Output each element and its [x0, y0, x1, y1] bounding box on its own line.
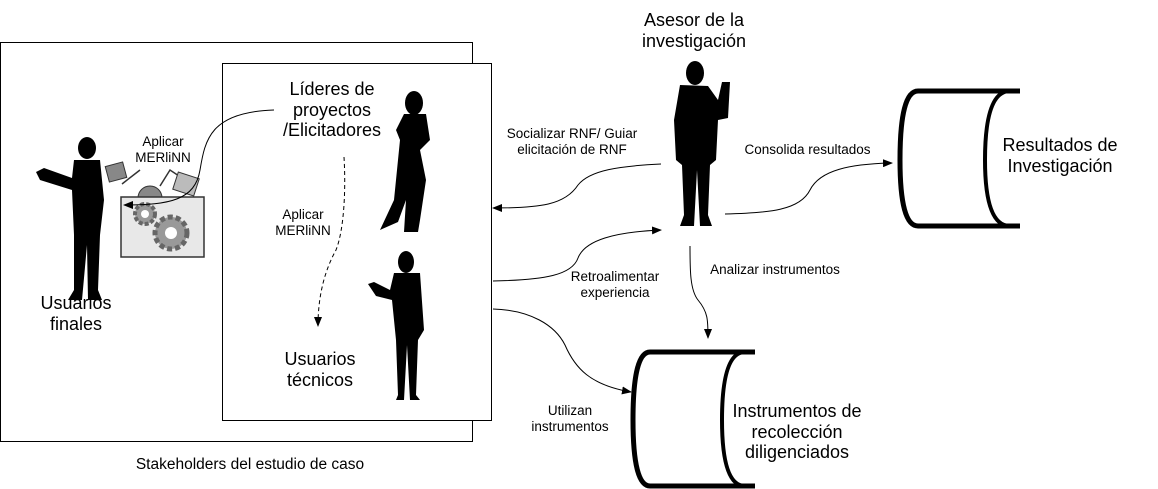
edge-label-socializar: Socializar RNF/ Guiar elicitación de RNF — [506, 126, 638, 157]
edge-label-analizar: Analizar instrumentos — [710, 262, 840, 277]
actor-label-usuarios-finales: Usuarios finales — [40, 293, 112, 334]
asesor-silhouette-icon — [674, 61, 730, 226]
edge-consolida — [724, 159, 893, 215]
usuarios-finales-silhouette-icon — [36, 137, 104, 300]
edge-aplicar-tecnicos — [314, 156, 346, 327]
datastore-label-resultados: Resultados de Investigación — [1002, 135, 1118, 176]
edge-label-utilizan: Utilizan instrumentos — [531, 403, 609, 434]
edge-label-aplicar-finales: Aplicar MERliNN — [135, 134, 191, 165]
edge-analizar — [689, 245, 712, 339]
edge-socializar — [492, 163, 662, 212]
edge-label-consolida: Consolida resultados — [744, 142, 871, 157]
instrumentos-datastore-icon — [630, 349, 755, 489]
lideres-silhouette-icon — [380, 91, 430, 232]
actor-label-usuarios-tecnicos: Usuarios técnicos — [284, 349, 356, 390]
stakeholders-inner-box — [222, 63, 492, 421]
datastore-label-instrumentos: Instrumentos de recolección diligenciado… — [732, 401, 862, 463]
usuarios-tecnicos-silhouette-icon — [368, 251, 424, 400]
outer-box-caption: Stakeholders del estudio de caso — [135, 456, 365, 473]
actor-label-lideres: Líderes de proyectos /Elicitadores — [282, 79, 382, 141]
edge-retroalimentar — [492, 226, 662, 282]
resultados-datastore-icon — [897, 88, 1020, 229]
edge-label-aplicar-tecnicos: Aplicar MERliNN — [275, 207, 331, 238]
edge-aplicar-finales — [123, 109, 275, 209]
actor-label-asesor: Asesor de la investigación — [641, 10, 747, 51]
edge-utilizan — [492, 308, 632, 395]
edge-label-retroalimentar: Retroalimentar experiencia — [570, 269, 660, 300]
toolbox-gears-icon — [104, 161, 205, 258]
